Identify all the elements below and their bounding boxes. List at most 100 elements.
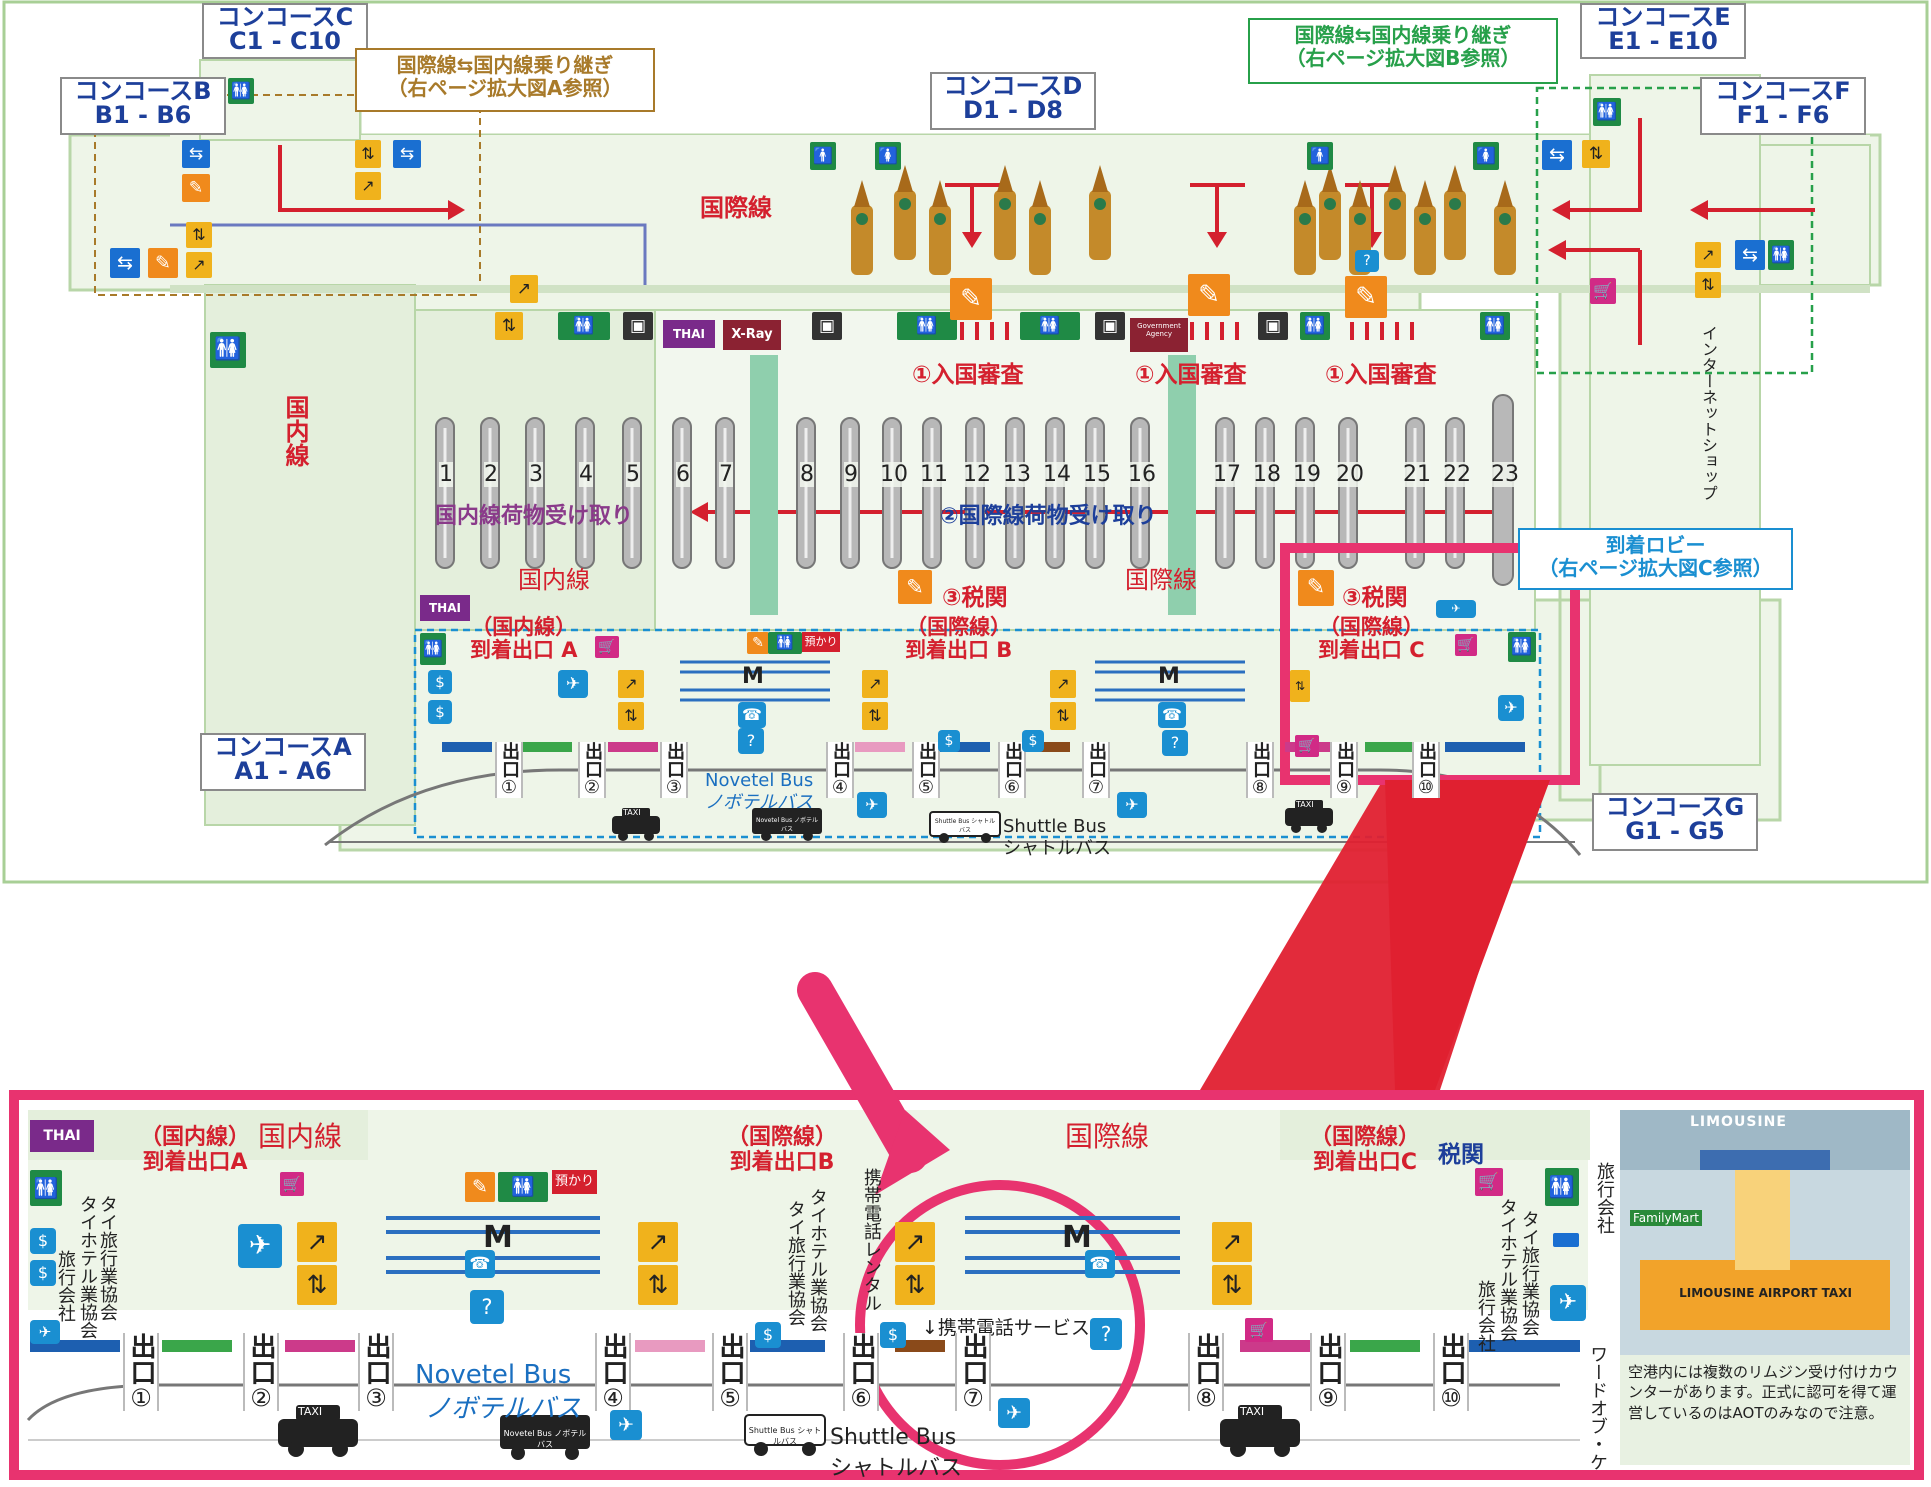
zoom-exit-b-label: （国際線） 到着出口B xyxy=(727,1125,837,1176)
restroom-icon: 🚺 xyxy=(875,142,901,170)
elevator-icon: ⇅ xyxy=(1212,1265,1252,1305)
transfer-icon: ⇆ xyxy=(110,248,140,278)
restroom-icon: 🚺 xyxy=(1473,142,1499,170)
exit-number: ① xyxy=(130,1384,152,1412)
elevator-icon: ⇅ xyxy=(495,312,523,340)
phone-icon: ☎ xyxy=(1158,702,1186,728)
carousel-number: 7 xyxy=(719,462,733,487)
concourse-b-label: コンコースB B1 - B6 xyxy=(60,77,226,135)
restroom-icon: 🚻 xyxy=(1545,1168,1579,1206)
restroom-icon: 🚻 xyxy=(1508,632,1536,662)
money-icon: $ xyxy=(428,670,452,694)
aot-bus-icon: ✈ xyxy=(857,792,887,818)
exit-number: ⑥ xyxy=(1003,777,1021,798)
shop-icon: 🛒 xyxy=(1475,1168,1503,1196)
baggage-icon: ▣ xyxy=(1095,312,1125,340)
arrival-exit-a-label: （国内線） 到着出口 A xyxy=(470,615,578,662)
exit-number: ② xyxy=(583,777,601,798)
storage-icon: ✎ xyxy=(465,1172,495,1202)
carousel-number: 17 xyxy=(1213,462,1241,487)
immigration-label-2: ①入国審査 xyxy=(1135,362,1247,388)
arrival-lobby-note: 到着ロビー （右ページ拡大図C参照） xyxy=(1518,528,1793,590)
shop-icon: 🛒 xyxy=(1455,634,1477,656)
aot-bus-icon: ✈ xyxy=(238,1224,282,1268)
shop-icon: 🛒 xyxy=(1590,278,1616,304)
carousel-number: 8 xyxy=(800,462,814,487)
zoom-shuttle-sign: Shuttle Bus シャトルバス xyxy=(748,1426,822,1446)
carousel-number: 19 xyxy=(1293,462,1321,487)
concourse-c-gates: C1 - C10 xyxy=(229,27,341,56)
phone-icon: ☎ xyxy=(1085,1250,1115,1278)
arrival-exit-b-label: （国際線） 到着出口 B xyxy=(905,615,1012,662)
exit-label: 出口 xyxy=(1002,742,1023,778)
photo-limousine-sign: LIMOUSINE xyxy=(1690,1114,1787,1130)
baggage-icon: ▣ xyxy=(812,312,842,340)
concourse-g-name: コンコースG xyxy=(1605,793,1745,821)
transfer-note-a-line1: 国際線⇆国内線乗り継ぎ xyxy=(396,53,614,77)
yaksha-statue xyxy=(894,165,916,260)
taxi-sign-top-1: TAXI xyxy=(623,808,641,817)
info-icon: ? xyxy=(1162,730,1188,756)
exit-number: ① xyxy=(500,777,518,798)
domestic-wing-label: 国内線 xyxy=(281,395,309,467)
exit-label: 出口 xyxy=(1191,1333,1221,1385)
zoom-novotel-jp: ノボテルバス xyxy=(425,1394,582,1424)
international-hall-label: 国際線 xyxy=(1125,566,1197,594)
shop-icon: 🛒 xyxy=(1245,1318,1273,1342)
restroom-icon: 🚻 xyxy=(420,633,446,665)
zoom-exit-a-label: （国内線） 到着出口A xyxy=(140,1125,250,1176)
bus-sign-top: Novetel Bus ノボテルバス xyxy=(756,817,818,833)
novotel-bus-jp: ノボテルバス xyxy=(705,792,813,813)
immigration-officer-icon: ✎ xyxy=(1188,274,1230,316)
zoom-thai-hotel-2: タイホテル業協会 xyxy=(807,1188,828,1332)
immigration-officer-icon: ✎ xyxy=(1345,276,1387,318)
yaksha-statue xyxy=(1029,180,1051,275)
restroom-icon: 🚻 xyxy=(228,78,254,104)
arrival-lobby-note-line2: （右ページ拡大図C参照） xyxy=(1538,556,1773,580)
carousel-number: 9 xyxy=(844,462,858,487)
photo-caption: 空港内には複数のリムジン受け付けカウンターがあります。正式に認可を得て運営してい… xyxy=(1628,1363,1899,1422)
arrival-exit-c-label: （国際線） 到着出口 C xyxy=(1318,615,1425,662)
concourse-d-label: コンコースD D1 - D8 xyxy=(930,72,1096,130)
international-area-label: 国際線 xyxy=(700,194,772,222)
exit-number: ③ xyxy=(365,1384,387,1412)
immigration-icon: ✎ xyxy=(182,174,210,202)
exit-number: ⑤ xyxy=(917,777,935,798)
exit-label: 出口 xyxy=(664,742,685,778)
zoom-word-of: ワードオブ・ケ xyxy=(1587,1345,1608,1471)
zoom-exit-a-line2: 到着出口A xyxy=(142,1150,248,1176)
info-icon: ? xyxy=(738,728,764,754)
zoom-exit-a-line1: （国内線） xyxy=(140,1125,251,1150)
exit-label: 出口 xyxy=(715,1333,745,1385)
domestic-hall-label: 国内線 xyxy=(518,566,590,594)
zoom-exit-b-line2: 到着出口B xyxy=(729,1150,835,1176)
zoom-customs-label: 税関 xyxy=(1438,1142,1484,1168)
exit-label: 出口 xyxy=(598,1333,628,1385)
money-exchange-c: M xyxy=(1158,664,1180,689)
concourse-a-name: コンコースA xyxy=(214,733,352,761)
transfer-note-b: 国際線⇆国内線乗り継ぎ （右ページ拡大図B参照） xyxy=(1248,18,1558,84)
restroom-icon: 🚻 xyxy=(1768,240,1794,270)
yaksha-statue xyxy=(929,180,951,275)
transfer-area-a xyxy=(94,94,481,296)
exit-number: ④ xyxy=(831,777,849,798)
carousel-number: 16 xyxy=(1128,462,1156,487)
exit-number: ⑨ xyxy=(1317,1384,1339,1412)
government-agency-sign: Government Agency xyxy=(1130,318,1188,352)
carousel-number: 11 xyxy=(920,462,948,487)
vehicles xyxy=(278,800,1333,1460)
customs-label-2: ③税関 xyxy=(1342,585,1408,611)
carousel-number: 14 xyxy=(1043,462,1071,487)
aot-icon: ✈ xyxy=(1498,695,1524,721)
zoom-international-label: 国際線 xyxy=(1065,1120,1150,1153)
immigration-arrows-3 xyxy=(1350,322,1414,340)
restroom-icon: 🚻 xyxy=(558,312,610,340)
zoom-money-b: M xyxy=(1062,1220,1092,1255)
